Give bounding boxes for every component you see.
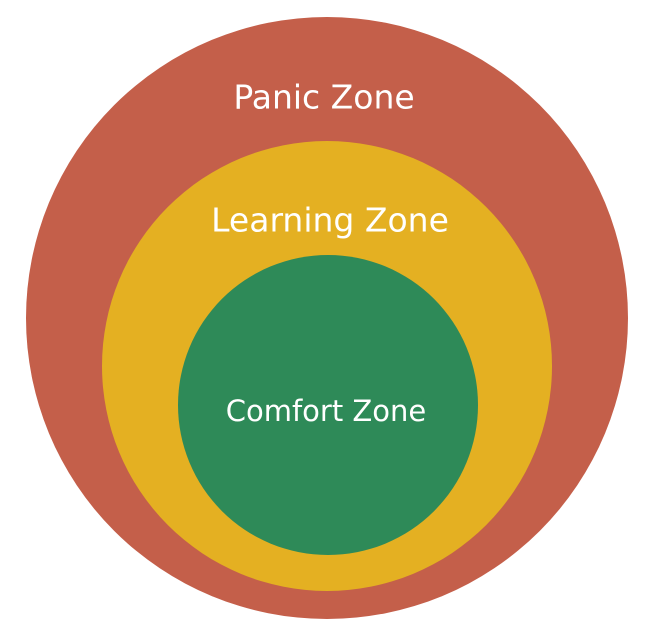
comfort-zone-circle	[178, 255, 478, 555]
comfort-zone-label: Comfort Zone	[226, 394, 427, 428]
learning-zone-label: Learning Zone	[211, 201, 449, 240]
panic-zone-label: Panic Zone	[233, 78, 414, 117]
